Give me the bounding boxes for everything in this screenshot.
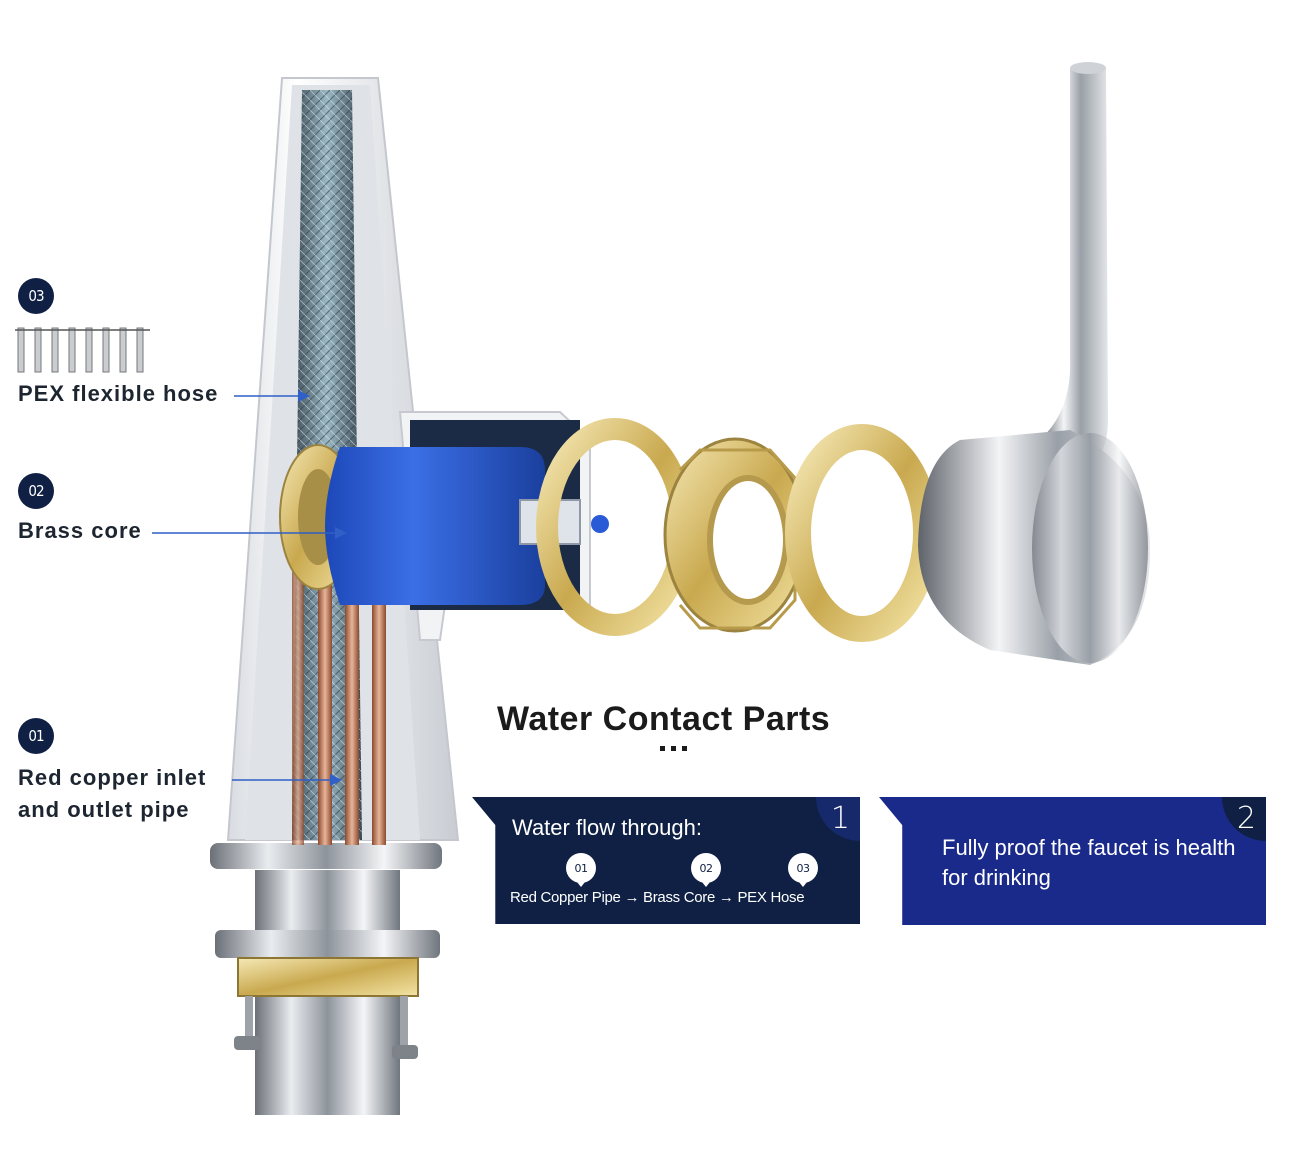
callout-brass-core: 02 Brass core	[18, 473, 142, 547]
title-dots-decoration	[660, 746, 687, 751]
card-number-badge: 2	[1222, 797, 1266, 841]
callout-label: PEX flexible hose	[18, 381, 219, 406]
callout-copper-pipe: 01 Red copper inlet and outlet pipe	[18, 718, 206, 826]
flow-step-badge: 01	[566, 853, 596, 887]
health-card: 2 Fully proof the faucet is health for d…	[879, 797, 1266, 925]
flow-steps: 01 02 03 Red Copper Pipe → Brass Core → …	[510, 853, 850, 913]
flow-path-text: Red Copper Pipe → Brass Core → PEX Hose	[510, 889, 805, 906]
flow-step-badge: 02	[691, 853, 721, 887]
water-flow-card: 1 Water flow through: 01 02 03 Red Coppe…	[472, 797, 860, 924]
hose-sample-icon	[15, 327, 150, 373]
card-number-badge: 1	[816, 797, 860, 841]
callout-number-badge: 03	[18, 278, 54, 314]
callout-number-badge: 01	[18, 718, 54, 754]
callout-label: Red copper inlet	[18, 765, 207, 790]
flow-step-badge: 03	[788, 853, 818, 887]
card-heading: Water flow through:	[512, 815, 702, 840]
callout-label: and outlet pipe	[18, 797, 190, 822]
callout-number-badge: 02	[18, 473, 54, 509]
callout-pex-hose: 03 PEX flexible hose	[18, 278, 218, 410]
callout-label: Brass core	[18, 518, 142, 543]
section-title: Water Contact Parts	[497, 700, 831, 738]
card-text: Fully proof the faucet is health for dri…	[942, 835, 1236, 890]
